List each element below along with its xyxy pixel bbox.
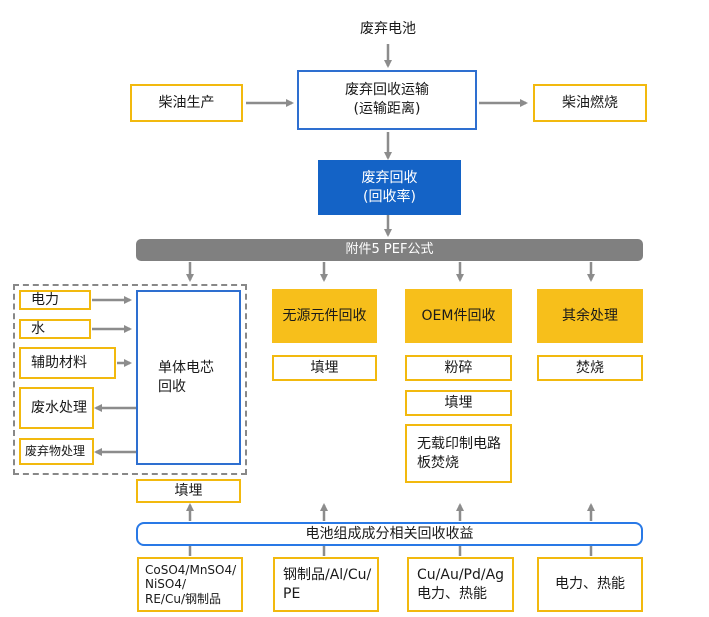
oem-landfill-box: 填埋 (405, 390, 512, 416)
input-auxiliary-materials: 辅助材料 (19, 347, 116, 379)
waste-battery-label: 废弃电池 (360, 20, 416, 37)
oem-pcb-incineration-box: 无载印制电路 板焚烧 (405, 424, 512, 483)
input-water: 水 (19, 319, 91, 339)
recycling-line1: 废弃回收 (361, 169, 418, 186)
benefit-energy-box: 电力、热能 (537, 557, 643, 612)
other-incineration-box: 焚烧 (537, 355, 643, 381)
recycling-box: 废弃回收 (回收率) (318, 160, 461, 215)
diesel-production-box: 柴油生产 (130, 84, 243, 122)
other-treatment-box: 其余处理 (537, 289, 643, 343)
cell-landfill-box: 填埋 (136, 479, 241, 503)
recovery-benefit-bar: 电池组成成分相关回收收益 (136, 522, 643, 546)
recycling-line2: (回收率) (363, 188, 416, 205)
passive-recycling-box: 无源元件回收 (272, 289, 377, 343)
transport-line2: (运输距离) (353, 101, 421, 117)
pef-formula-bar: 附件5 PEF公式 (136, 239, 643, 261)
cell-recycling-box: 单体电芯 回收 (136, 290, 241, 465)
cell-recycling-group (13, 284, 247, 475)
transport-line1: 废弃回收运输 (345, 82, 429, 99)
input-electricity: 电力 (19, 290, 91, 310)
oem-crushing-box: 粉碎 (405, 355, 512, 381)
benefit-precious-metals-box: Cu/Au/Pd/Ag 电力、热能 (407, 557, 514, 612)
passive-landfill-box: 填埋 (272, 355, 377, 381)
output-waste-treatment: 废弃物处理 (19, 438, 94, 465)
benefit-cobalt-sulfate-box: CoSO4/MnSO4/ NiSO4/ RE/Cu/钢制品 (137, 557, 243, 612)
transport-box: 废弃回收运输 (运输距离) (297, 70, 477, 130)
benefit-steel-al-cu-box: 钢制品/Al/Cu/ PE (273, 557, 379, 612)
oem-recycling-box: OEM件回收 (405, 289, 512, 343)
diesel-combustion-box: 柴油燃烧 (533, 84, 647, 122)
output-wastewater-treatment: 废水处理 (19, 387, 94, 429)
